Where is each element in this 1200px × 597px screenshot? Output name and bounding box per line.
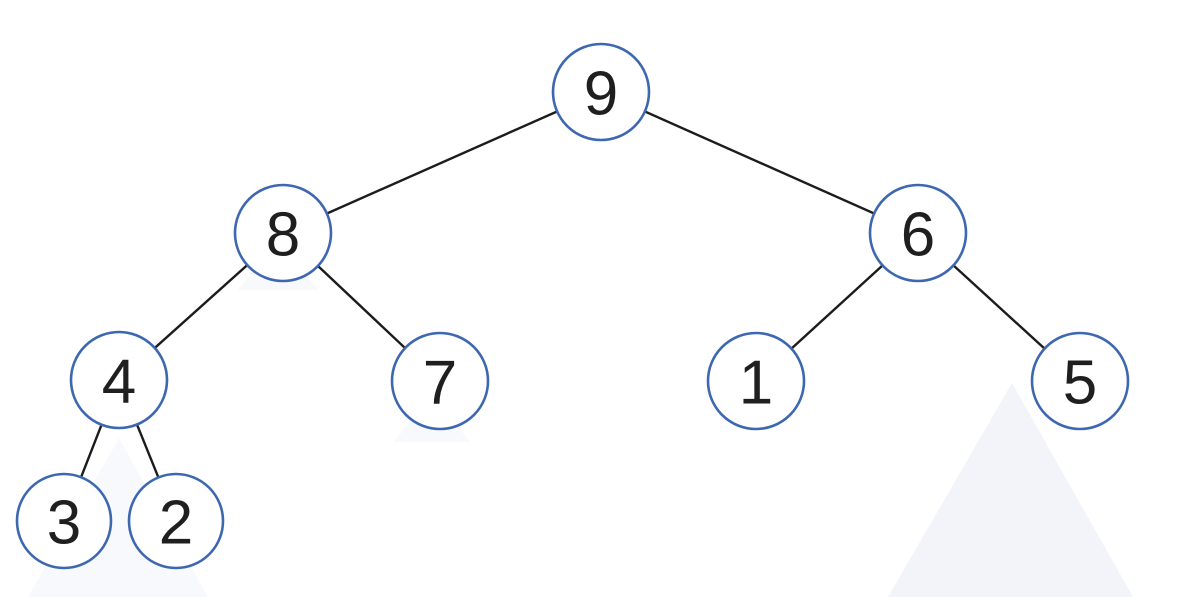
watermark-big-triangle-bottom-right [888, 383, 1133, 597]
tree-node-1: 1 [706, 331, 806, 431]
tree-node-circle-7 [390, 331, 490, 431]
tree-node-value-5: 5 [1063, 348, 1097, 417]
tree-node-circle-1 [706, 331, 806, 431]
edge-layer [62, 90, 1082, 523]
tree-node-4: 4 [69, 330, 169, 430]
tree-node-value-9: 9 [584, 59, 618, 128]
tree-node-circle-8 [233, 183, 333, 283]
tree-node-9: 9 [551, 42, 651, 142]
tree-node-circle-6 [868, 183, 968, 283]
tree-node-value-2: 2 [159, 488, 193, 557]
tree-node-circle-4 [69, 330, 169, 430]
tree-node-circle-5 [1030, 331, 1130, 431]
node-layer: 9 8 6 4 7 1 5 3 2 [15, 42, 1130, 570]
tree-node-circle-9 [551, 42, 651, 142]
tree-node-6: 6 [868, 183, 968, 283]
tree-node-2: 2 [127, 472, 225, 570]
tree-node-value-3: 3 [47, 488, 81, 557]
tree-edge-9-8 [281, 90, 603, 235]
tree-node-value-7: 7 [423, 348, 457, 417]
tree-node-8: 8 [233, 183, 333, 283]
tree-node-value-6: 6 [901, 200, 935, 269]
tree-edge-9-6 [599, 90, 920, 235]
tree-node-5: 5 [1030, 331, 1130, 431]
tree-node-7: 7 [390, 331, 490, 431]
tree-node-circle-3 [15, 472, 113, 570]
tree-node-value-4: 4 [102, 347, 136, 416]
tree-node-value-8: 8 [266, 200, 300, 269]
tree-node-circle-2 [127, 472, 225, 570]
tree-node-3: 3 [15, 472, 113, 570]
tree-node-value-1: 1 [739, 348, 773, 417]
